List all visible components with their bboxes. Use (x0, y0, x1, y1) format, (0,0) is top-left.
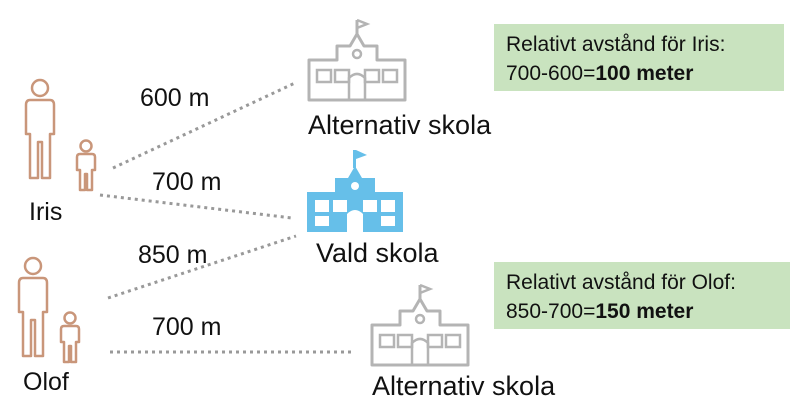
info-box-title: Relativt avstånd för Olof: (506, 271, 736, 294)
line-iris-chosen (99, 193, 293, 220)
person-name-olof: Olof (23, 368, 69, 396)
info-box-calculation: 850-700=150 meter (506, 300, 694, 323)
line-iris-alt-top (112, 81, 296, 170)
info-box-title: Relativt avstånd för Iris: (506, 33, 726, 56)
distance-label-olof-alt: 700 m (152, 313, 222, 341)
school-alternative-top-icon (307, 18, 407, 102)
school-chosen-icon (307, 150, 403, 232)
person-adult-icon (24, 78, 56, 180)
info-box-iris: Relativt avstånd för Iris: 700-600=100 m… (494, 24, 784, 91)
person-name-iris: Iris (29, 198, 63, 226)
school-label-alternative-bottom: Alternativ skola (372, 371, 556, 401)
distance-label-olof-chosen: 850 m (138, 241, 208, 269)
info-box-olof: Relativt avstånd för Olof: 850-700=150 m… (494, 262, 790, 329)
distance-label-iris-alt: 600 m (140, 84, 210, 112)
school-label-alternative-top: Alternativ skola (308, 110, 492, 140)
person-child-icon (75, 139, 97, 192)
school-label-chosen: Vald skola (316, 238, 439, 268)
person-adult-icon (17, 256, 49, 358)
info-box-result: 100 meter (595, 62, 694, 85)
info-box-result: 150 meter (595, 300, 694, 323)
school-alternative-bottom-icon (370, 283, 470, 367)
info-box-calculation: 700-600=100 meter (506, 62, 694, 85)
line-olof-chosen (107, 234, 297, 300)
person-child-icon (59, 311, 81, 364)
distance-label-iris-chosen: 700 m (152, 168, 222, 196)
